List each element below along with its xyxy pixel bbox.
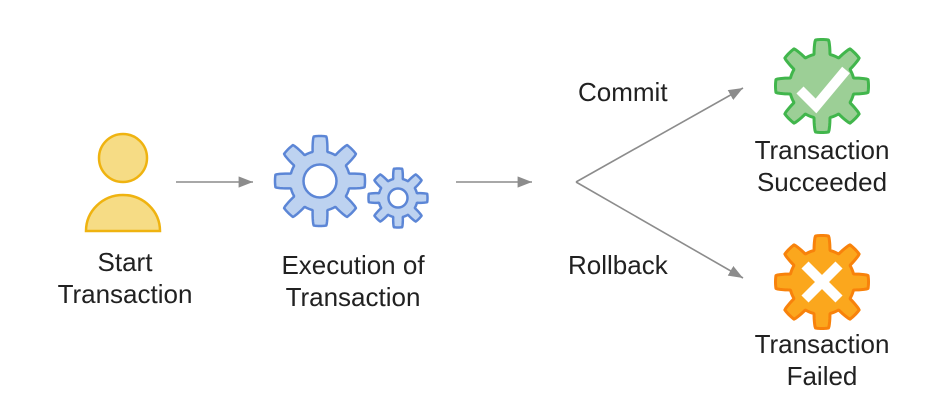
success-gear-check-icon [774, 38, 870, 134]
check-icon [796, 66, 850, 114]
failed-gear-x-icon [774, 234, 870, 330]
large-gear-hole [302, 163, 338, 199]
person-body [84, 193, 162, 233]
gears-icon [273, 134, 429, 229]
commit-label: Commit [578, 77, 668, 107]
small-gear-hole [387, 187, 409, 209]
start-transaction-label: Start Transaction [57, 247, 193, 309]
execution-label: Execution of Transaction [281, 250, 425, 312]
person-icon [84, 132, 162, 233]
x-icon [801, 261, 843, 303]
arrow-rollback-branch [575, 181, 744, 279]
transaction-succeeded-label: Transaction Succeeded [754, 135, 890, 197]
person-head [97, 132, 149, 184]
arrow-commit-branch [575, 87, 744, 183]
success-gear [774, 38, 870, 134]
transaction-failed-label: Transaction Failed [754, 329, 890, 391]
rollback-label: Rollback [568, 250, 668, 280]
